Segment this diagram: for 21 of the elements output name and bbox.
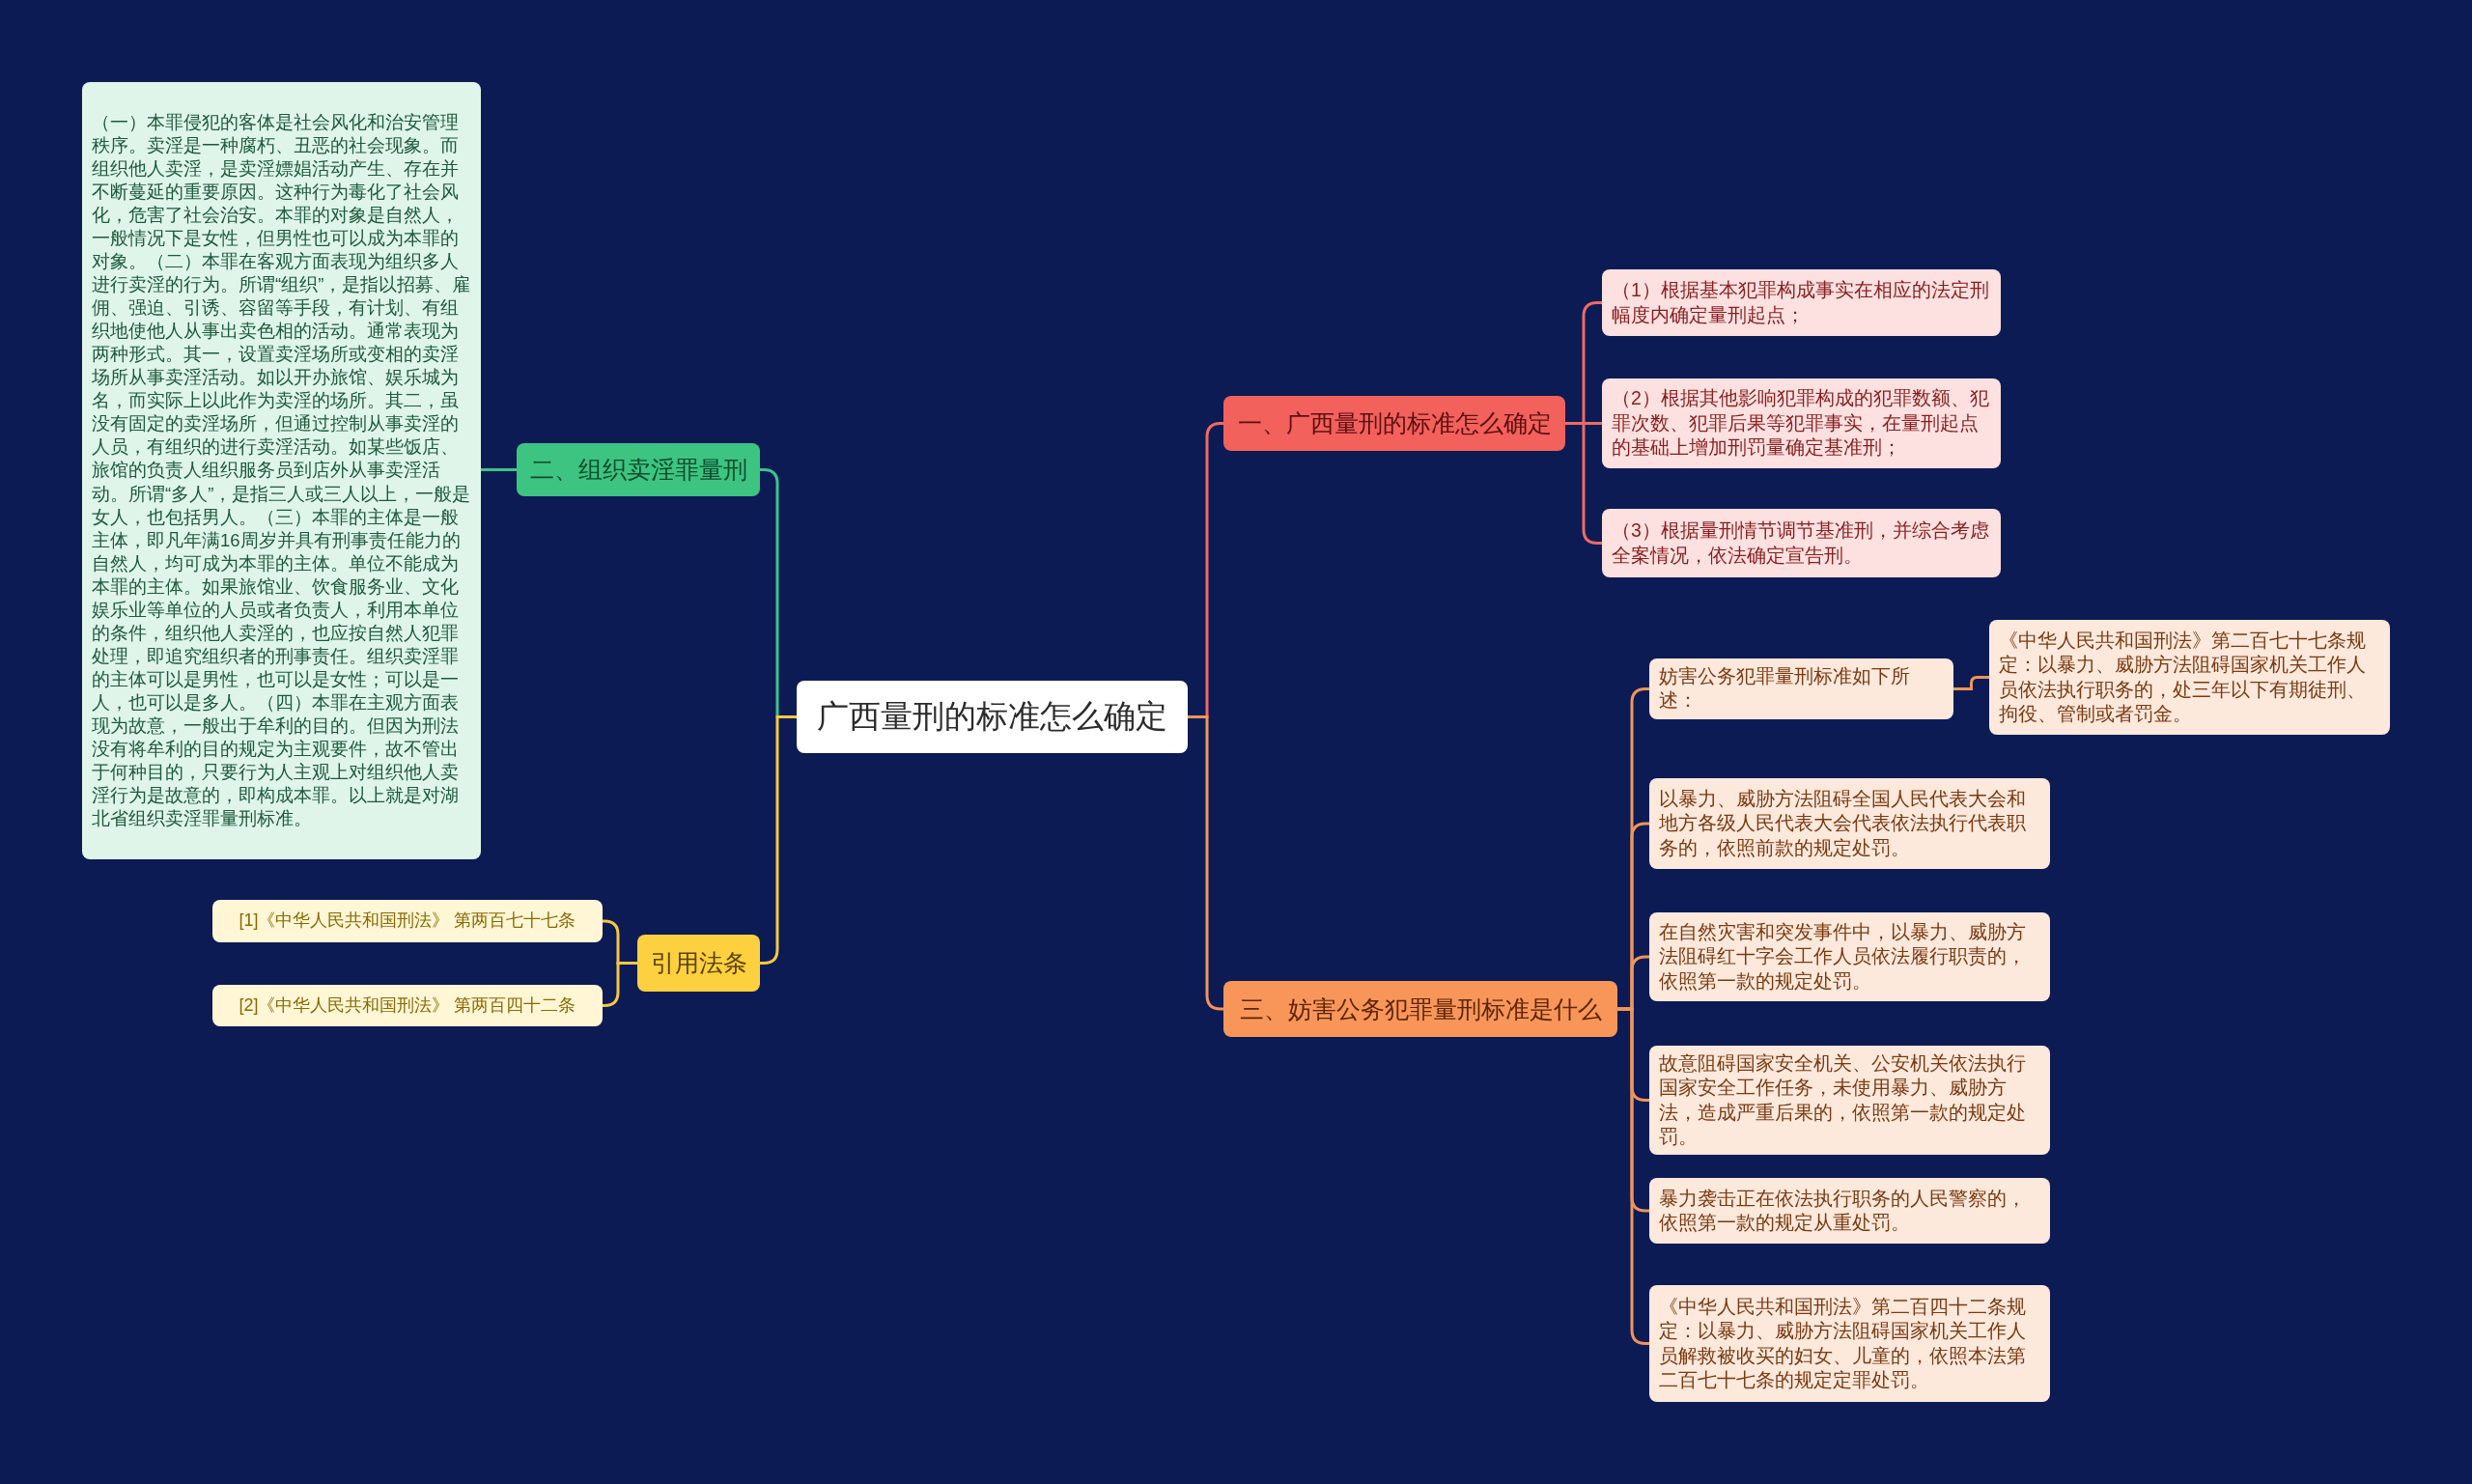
subtopic-box: （3）根据量刑情节调节基准刑，并综合考虑全案情况，依法确定宣告刑。: [1602, 509, 2001, 577]
topic-box: 引用法条: [637, 935, 760, 992]
subtopic-box: 在自然灾害和突发事件中，以暴力、威胁方法阻碍红十字会工作人员依法履行职责的，依照第一款的规定处罚。: [1649, 912, 2050, 1001]
topic-box: 一、广西量刑的标准怎么确定: [1223, 396, 1565, 451]
reference-box: [1]《中华人民共和国刑法》 第两百七十七条: [212, 900, 603, 942]
subtopic-box: 以暴力、威胁方法阻碍全国人民代表大会和地方各级人民代表大会代表依法执行代表职务的，依照前款的规定处罚。: [1649, 778, 2050, 869]
connector: [1565, 422, 1602, 545]
reference-box: [2]《中华人民共和国刑法》 第两百四十二条: [212, 985, 603, 1026]
subtopic-box: 《中华人民共和国刑法》第二百四十二条规定：以暴力、威胁方法阻碍国家机关工作人员解救被收买的妇女、儿童的，依照本法第二百七十七条的规定定罪处罚。: [1649, 1285, 2050, 1402]
topic-box: 二、组织卖淫罪量刑: [517, 443, 760, 496]
subtopic-box: （1）根据基本犯罪构成事实在相应的法定刑幅度内确定量刑起点；: [1602, 269, 2001, 336]
subtopic-box: 《中华人民共和国刑法》第二百七十七条规定：以暴力、威胁方法阻碍国家机关工作人员依法执行职务的，处三年以下有期徒刑、拘役、管制或者罚金。: [1989, 620, 2390, 735]
subtopic-box: 故意阻碍国家安全机关、公安机关依法执行国家安全工作任务，未使用暴力、威胁方法，造成严重后果的，依照第一款的规定处罚。: [1649, 1046, 2050, 1156]
connector: [481, 468, 517, 471]
subtopic-box: 暴力袭击正在依法执行职务的人民警察的，依照第一款的规定从重处罚。: [1649, 1178, 2050, 1244]
topic-box: 三、妨害公务犯罪量刑标准是什么: [1223, 981, 1617, 1037]
connector: [1953, 676, 1989, 690]
root-topic-box: 广西量刑的标准怎么确定: [797, 681, 1188, 753]
note-box: （一）本罪侵犯的客体是社会风化和治安管理秩序。卖淫是一种腐朽、丑恶的社会现象。而组织他人卖淫，是卖淫嫖娼活动产生、存在并不断蔓延的重要原因。这种行为毒化了社会风化，危害了社会治安。本罪的对象是自然人，一般情况下是女性，但男性也可以成为本罪的对象。（二）本罪在客观方面表现为组织多人进行卖淫的行为。所谓“组织”，是指以招募、雇佣、强迫、引诱、容留等手段，有计划、有组织地使他人从事出卖色相的活动。通常表现为两种形式。其一，设置卖淫场所或变相的卖淫场所从事卖淫活动。如以开办旅馆、娱乐城为名，而实际上以此作为卖淫的场所。其二，虽没有固定的卖淫场所，但通过控制从事卖淫的人员，有组织的进行卖淫活动。如某些饭店、旅馆的负责人组织服务员到店外从事卖淫活动。所谓“多人”，是指三人或三人以上，一般是女人，也包括男人。（三）本罪的主体是一般主体，即凡年满16周岁并具有刑事责任能力的自然人，均可成为本罪的主体。单位不能成为本罪的主体。如果旅馆业、饮食服务业、文化娱乐业等单位的人员或者负责人，利用本单位的条件，组织他人卖淫的，也应按自然人犯罪处理，即追究组织者的刑事责任。组织卖淫罪的主体可以是男性，也可以是女性；可以是一人，也可以是多人。（四）本罪在主观方面表现为故意，一般出于牟利的目的。但因为刑法没有将牟利的目的规定为主观要件，故不管出于何种目的，只要行为人主观上对组织他人卖淫行为是故意的，即构成本罪。以上就是对湖北省组织卖淫罪量刑标准。: [82, 82, 481, 859]
subtopic-box: 妨害公务犯罪量刑标准如下所述：: [1649, 658, 1953, 719]
subtopic-box: （2）根据其他影响犯罪构成的犯罪数额、犯罪次数、犯罪后果等犯罪事实，在量刑起点的基础上增加刑罚量确定基准刑；: [1602, 378, 2001, 468]
